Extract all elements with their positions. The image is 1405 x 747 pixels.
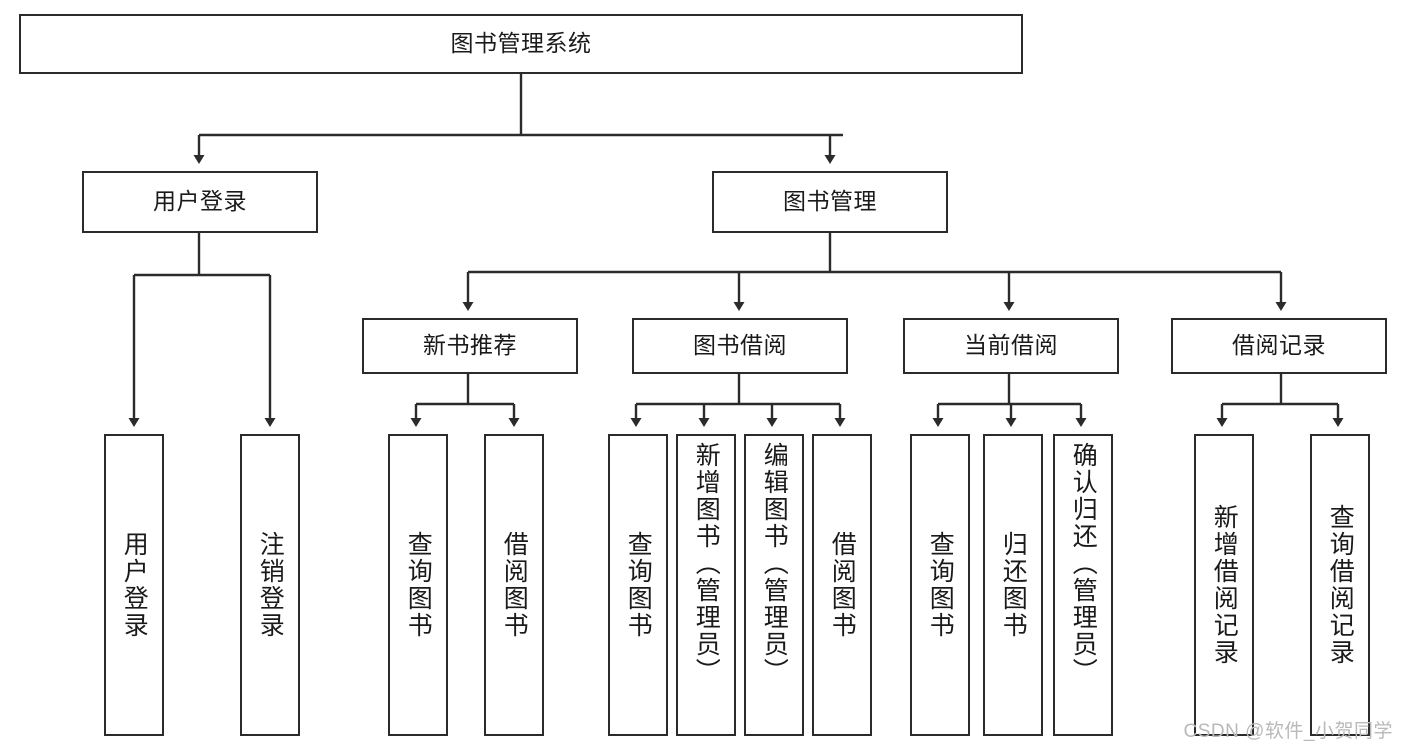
node-new-book-recommend-label: 新书推荐	[423, 332, 517, 359]
leaf-query-book-1-label: 查询图书	[404, 531, 433, 639]
node-borrow-record[interactable]: 借阅记录	[1171, 318, 1387, 374]
leaf-user-login-label: 用户登录	[120, 531, 149, 639]
leaf-query-book-3[interactable]: 查询图书	[910, 434, 970, 736]
leaf-add-book[interactable]: 新增图书（管理员）	[676, 434, 736, 736]
leaf-borrow-book-2[interactable]: 借阅图书	[812, 434, 872, 736]
node-book-manage[interactable]: 图书管理	[712, 171, 948, 233]
leaf-borrow-book-1-label: 借阅图书	[500, 531, 529, 639]
node-current-borrow[interactable]: 当前借阅	[903, 318, 1119, 374]
node-book-borrow-label: 图书借阅	[693, 332, 787, 359]
leaf-confirm-return[interactable]: 确认归还（管理员）	[1053, 434, 1113, 736]
node-user-login-label: 用户登录	[153, 188, 247, 215]
leaf-query-book-2[interactable]: 查询图书	[608, 434, 668, 736]
node-new-book-recommend[interactable]: 新书推荐	[362, 318, 578, 374]
node-book-manage-label: 图书管理	[783, 188, 877, 215]
node-current-borrow-label: 当前借阅	[964, 332, 1058, 359]
leaf-query-book-3-label: 查询图书	[926, 531, 955, 639]
leaf-user-logout[interactable]: 注销登录	[240, 434, 300, 736]
leaf-add-book-label: 新增图书（管理员）	[692, 442, 721, 685]
leaf-query-borrow-record-label: 查询借阅记录	[1326, 504, 1355, 666]
node-root-system[interactable]: 图书管理系统	[19, 14, 1023, 74]
node-book-borrow[interactable]: 图书借阅	[632, 318, 848, 374]
leaf-confirm-return-label: 确认归还（管理员）	[1069, 442, 1098, 685]
leaf-edit-book[interactable]: 编辑图书（管理员）	[744, 434, 804, 736]
node-root-label: 图书管理系统	[450, 30, 592, 57]
leaf-query-borrow-record[interactable]: 查询借阅记录	[1310, 434, 1370, 736]
leaf-return-book[interactable]: 归还图书	[983, 434, 1043, 736]
leaf-query-book-2-label: 查询图书	[624, 531, 653, 639]
leaf-query-book-1[interactable]: 查询图书	[388, 434, 448, 736]
leaf-user-logout-label: 注销登录	[256, 531, 285, 639]
leaf-add-borrow-record[interactable]: 新增借阅记录	[1194, 434, 1254, 736]
leaf-return-book-label: 归还图书	[999, 531, 1028, 639]
leaf-borrow-book-1[interactable]: 借阅图书	[484, 434, 544, 736]
leaf-edit-book-label: 编辑图书（管理员）	[760, 442, 789, 685]
leaf-user-login[interactable]: 用户登录	[104, 434, 164, 736]
leaf-borrow-book-2-label: 借阅图书	[828, 531, 857, 639]
node-borrow-record-label: 借阅记录	[1232, 332, 1326, 359]
leaf-add-borrow-record-label: 新增借阅记录	[1210, 504, 1239, 666]
node-user-login[interactable]: 用户登录	[82, 171, 318, 233]
